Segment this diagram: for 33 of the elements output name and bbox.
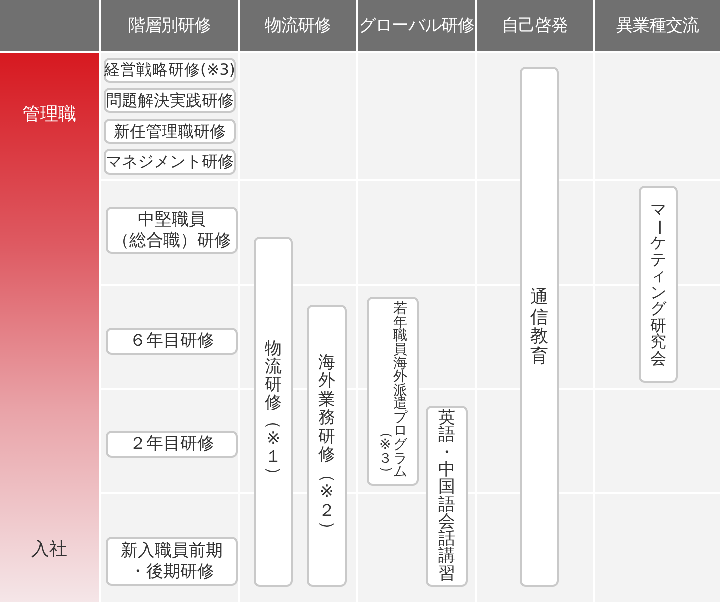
program-label: 新入職員前期・後期研修	[121, 541, 223, 582]
program-box	[106, 431, 238, 458]
column-header: 階層別研修	[101, 0, 238, 51]
program-box	[367, 297, 419, 486]
program-box	[106, 207, 238, 254]
career-stage-band	[0, 53, 99, 602]
program-box	[520, 67, 559, 587]
program-box	[104, 119, 236, 144]
program-box	[639, 186, 678, 383]
program-label: 物流研修（※１）	[264, 340, 283, 484]
program-label: 経営戦略研修(※3)	[104, 61, 236, 80]
program-box	[106, 328, 238, 355]
program-label: ２年目研修	[130, 434, 214, 455]
program-label: 問題解決実践研修	[106, 90, 234, 110]
program-label: 新任管理職研修	[114, 122, 226, 142]
program-box	[426, 406, 468, 587]
program-box	[307, 305, 347, 587]
program-label: 若年職員海外派遣プログラム（※３）	[378, 303, 408, 480]
column-header: 異業種交流	[595, 0, 720, 51]
program-label: 海外業務研修（※２）	[318, 354, 336, 538]
program-box	[254, 237, 293, 587]
program-label: 英語・中国語会話講習	[438, 410, 456, 583]
stage-label: 入社	[30, 538, 68, 562]
program-label: ６年目研修	[130, 331, 214, 352]
program-label: 中堅職員（総合職）研修	[112, 210, 232, 251]
column-header: 自己啓発	[477, 0, 593, 51]
program-label: マーケティング研究会	[650, 202, 668, 367]
stage-label: 管理職	[22, 103, 78, 127]
program-label: マネジメント研修	[106, 152, 234, 172]
program-box	[106, 537, 238, 586]
column-header: グローバル研修	[358, 0, 475, 51]
column-header: 物流研修	[240, 0, 356, 51]
program-label: 通信教育	[530, 288, 550, 366]
